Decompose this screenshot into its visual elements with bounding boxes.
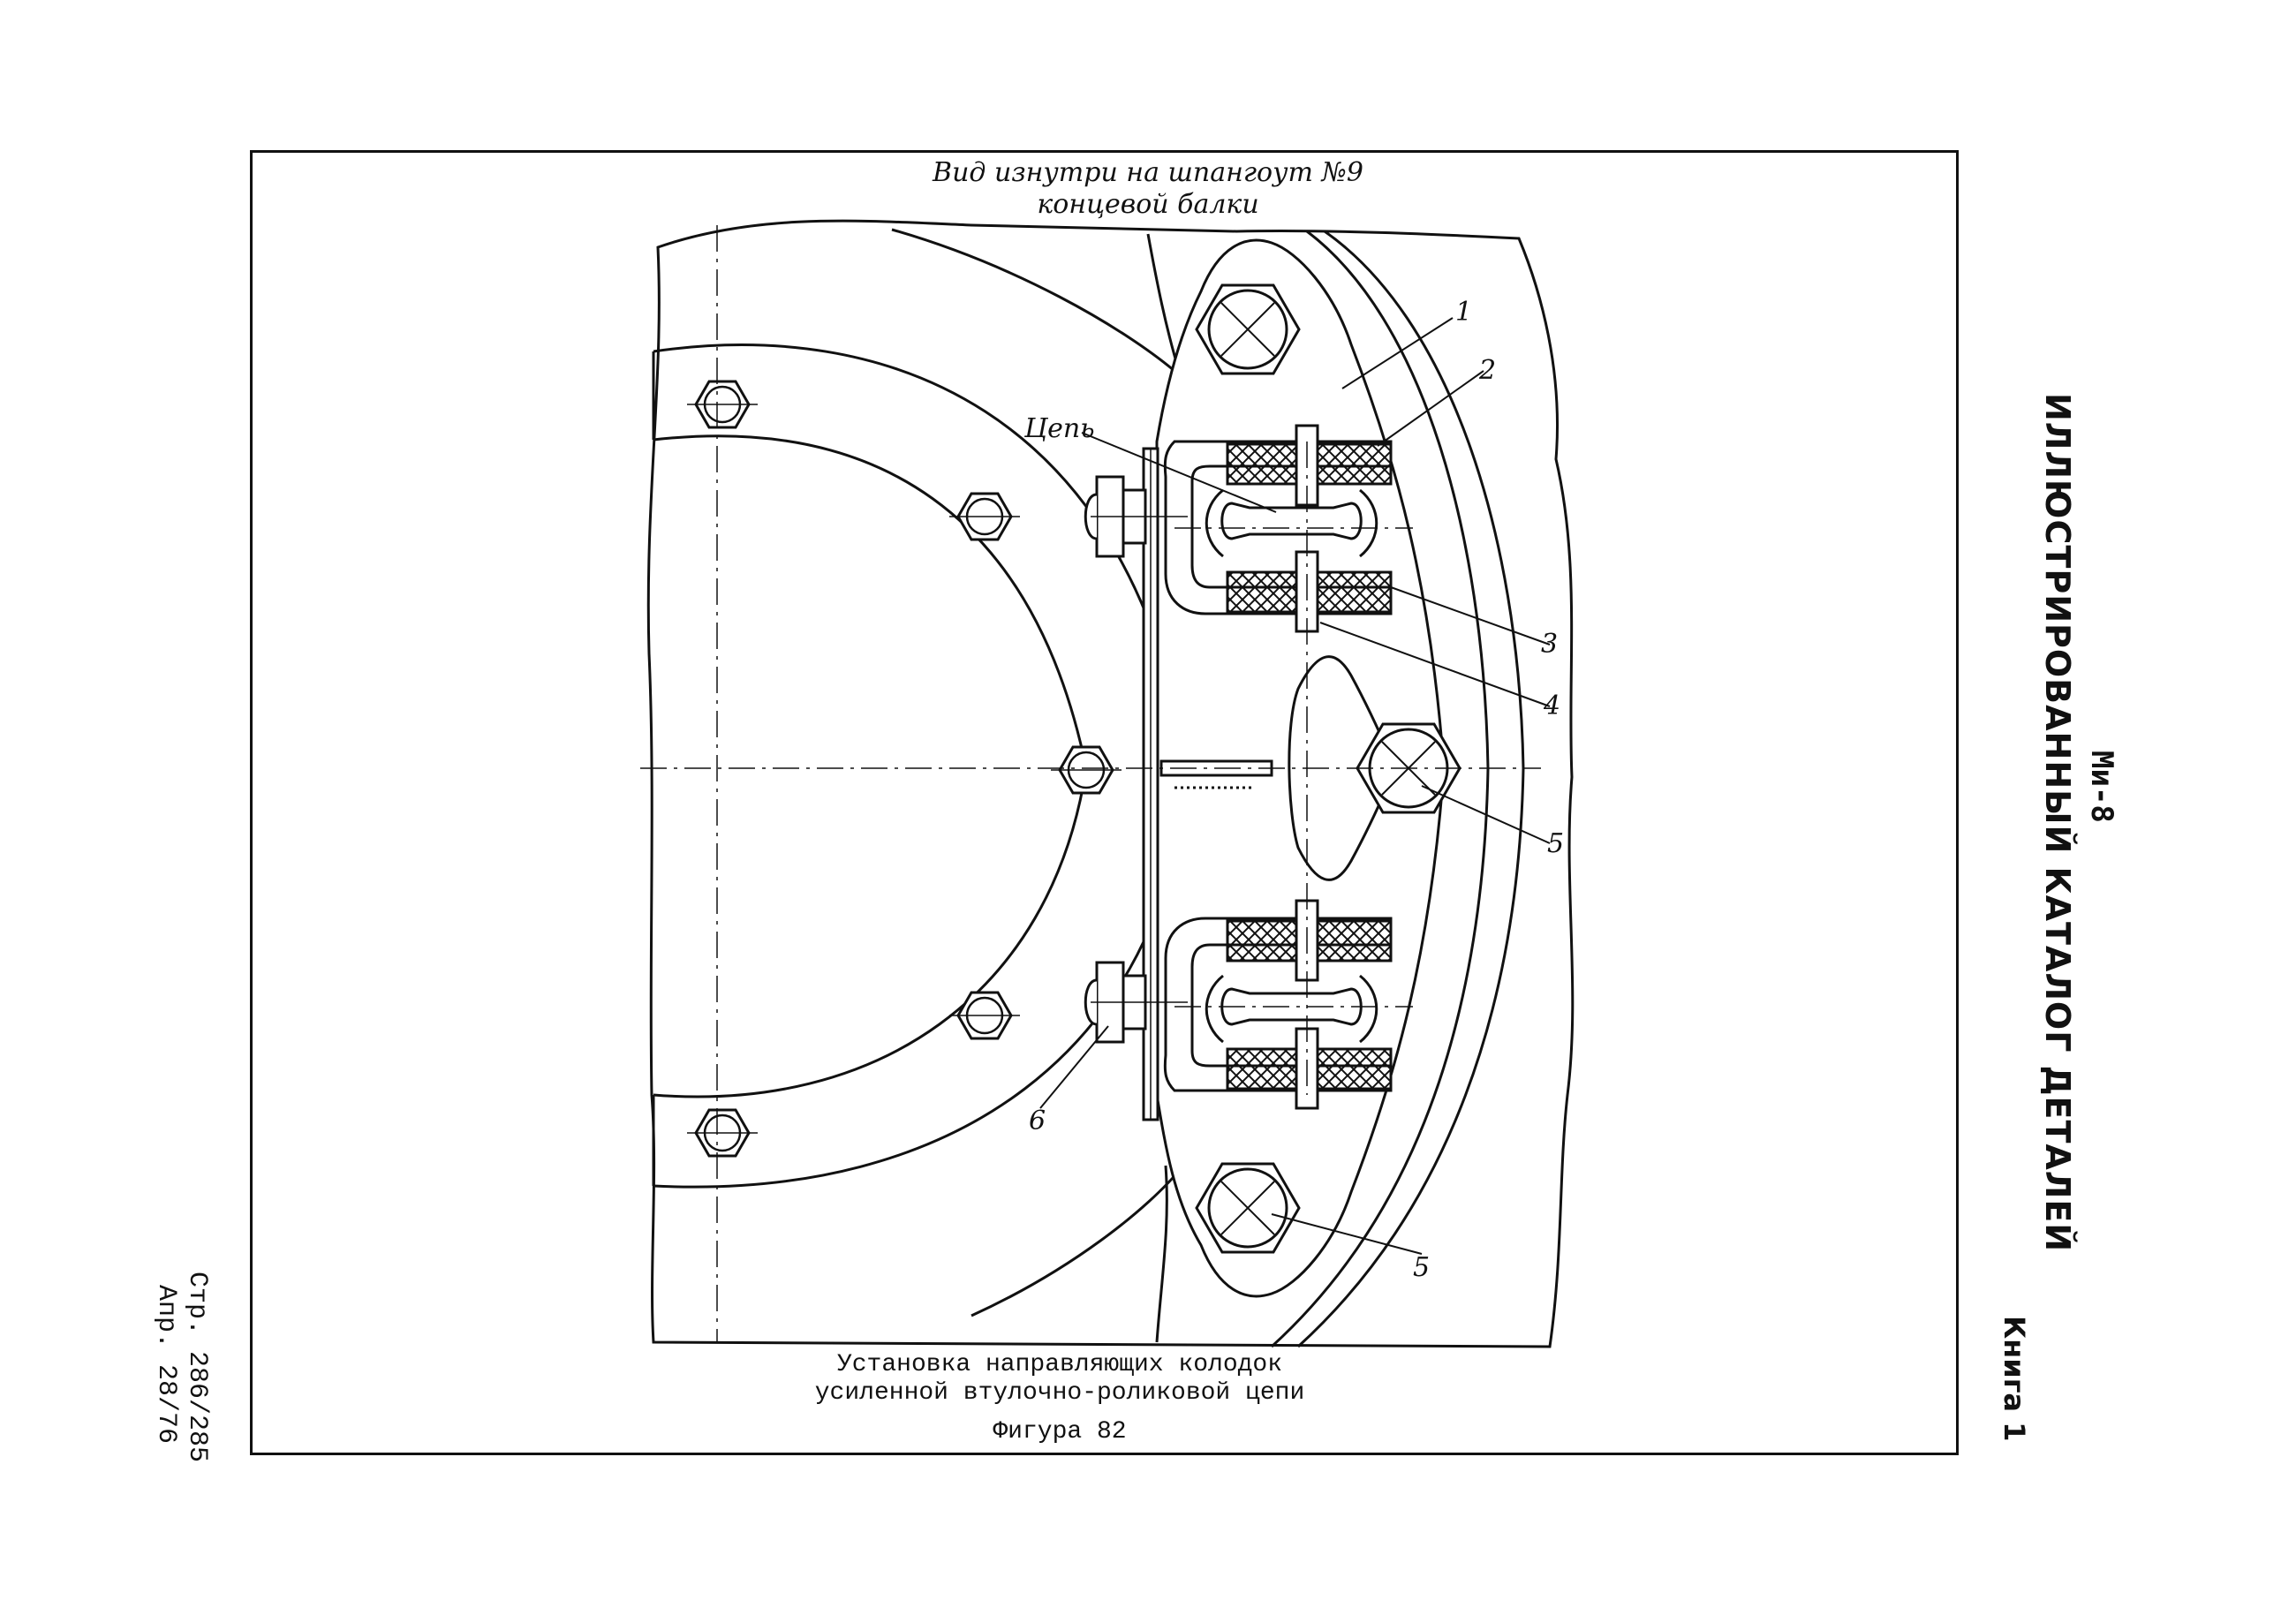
drawing-frame [250,150,1959,1455]
callout-5-lower: 5 [1413,1252,1431,1283]
page-number: Стр. 286/285 [182,1272,212,1463]
callout-6: 6 [1029,1106,1046,1136]
view-title-line2: концевой балки [1037,189,1259,220]
model-title: Ми-8 [2084,751,2119,823]
callout-3: 3 [1541,629,1559,660]
upper-guide-block [1163,424,1393,633]
callout-4: 4 [1544,691,1561,721]
callout-chain: Цепь [1024,413,1095,444]
callout-2: 2 [1479,355,1497,386]
caption-line2: усиленной втулочно-роликовой цепи [814,1379,1305,1407]
book-label: Книга 1 [1998,1316,2031,1442]
bracket-bolt-lower [1084,961,1188,1044]
page-date: Апр. 28/76 [151,1285,181,1445]
callout-5-upper: 5 [1547,828,1565,859]
bracket-bolt-upper [1084,475,1188,558]
callout-1: 1 [1455,297,1473,328]
caption-line1: Установка направляющих колодок [836,1351,1283,1378]
catalog-title: ИЛЛЮСТРИРОВАННЫЙ КАТАЛОГ ДЕТАЛЕЙ [2038,393,2077,1253]
figure-label: Фигура 82 [993,1418,1127,1446]
view-title-line1: Вид изнутри на шпангоут №9 [933,157,1363,188]
